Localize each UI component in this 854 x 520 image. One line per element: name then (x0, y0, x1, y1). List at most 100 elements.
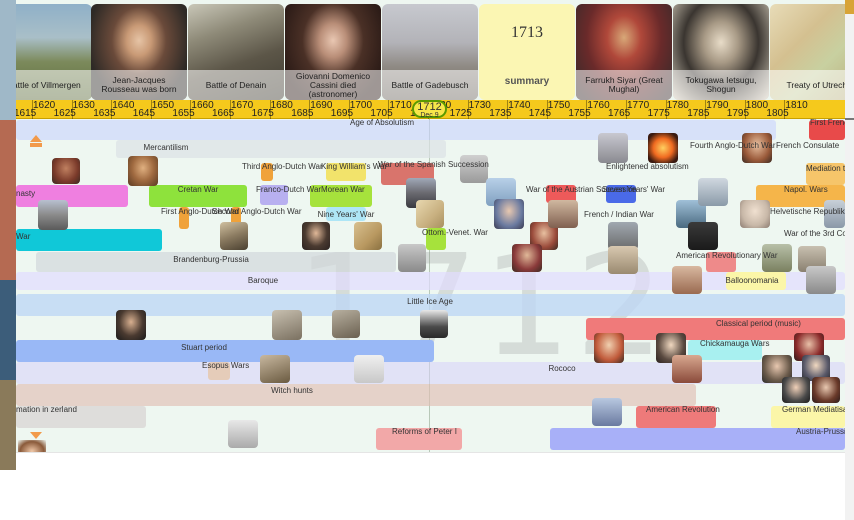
band-austria-prussia[interactable] (550, 428, 845, 450)
band-stuart-period[interactable] (16, 340, 434, 362)
event-thumbnail[interactable] (594, 333, 624, 363)
band-little-ice-age[interactable] (16, 294, 845, 316)
event-thumbnail[interactable] (354, 355, 384, 383)
event-thumbnail[interactable] (742, 133, 772, 163)
telescope-thumbnail[interactable] (228, 420, 258, 448)
band-napoleonic-wars[interactable] (756, 185, 845, 207)
band-reforms-peter[interactable] (376, 428, 462, 450)
event-card-villmergen[interactable]: Battle of Villmergen (16, 4, 92, 100)
band-reformation[interactable] (16, 406, 146, 428)
current-year-marker[interactable]: 1712 Dec 9 (412, 100, 447, 119)
band-morean-war[interactable] (310, 185, 372, 207)
event-thumbnail[interactable] (548, 200, 578, 228)
scroll-up-arrow-icon[interactable] (30, 143, 42, 147)
event-thumbnail[interactable] (420, 310, 448, 338)
event-thumbnail[interactable] (672, 355, 702, 383)
band-ottoman-venetian[interactable] (426, 228, 446, 250)
ruler-major-label: 1800 (745, 100, 769, 111)
band-balloonomania[interactable] (726, 272, 786, 290)
ruler-major-label: 1790 (706, 100, 729, 111)
band-german-mediatisation[interactable] (771, 406, 845, 428)
band-classical-period[interactable] (586, 318, 845, 340)
event-thumbnail[interactable] (332, 310, 360, 338)
band-seven-years-war[interactable] (606, 185, 636, 203)
event-thumbnail[interactable] (688, 222, 718, 250)
band-mercantilism[interactable] (116, 140, 446, 158)
event-thumbnail[interactable] (220, 222, 248, 250)
event-thumbnail[interactable] (128, 156, 158, 186)
ruler-major-label: 1670 (231, 100, 254, 111)
event-thumbnail[interactable] (648, 133, 678, 163)
event-card-farrukh-siyar[interactable]: Farrukh Siyar (Great Mughal) (576, 4, 672, 100)
label-helvetic-republic: Helvetische Republik (770, 207, 845, 216)
event-thumbnail[interactable] (494, 199, 524, 229)
event-thumbnail[interactable] (762, 244, 792, 272)
event-thumbnail[interactable] (260, 355, 290, 383)
scroll-down-arrow-icon[interactable] (30, 432, 42, 439)
band-american-revolutionary-war[interactable] (706, 252, 736, 272)
right-edge-scrollbar[interactable] (845, 0, 854, 520)
event-card-cassini[interactable]: Giovanni Domenico Cassini died (astronom… (285, 4, 381, 100)
band-third-anglo-dutch[interactable] (261, 163, 273, 181)
band-mediation-time[interactable] (806, 163, 845, 185)
event-thumbnail[interactable] (782, 377, 810, 403)
event-thumbnail[interactable] (52, 158, 80, 184)
band-king-williams-war[interactable] (326, 163, 366, 181)
label-enlightened-absolutism: Enlightened absolutism (606, 162, 689, 171)
band-american-revolution[interactable] (636, 406, 716, 428)
event-thumbnail[interactable] (698, 178, 728, 206)
event-thumbnail[interactable] (740, 200, 770, 228)
label-morean-war: Morean War (321, 185, 365, 194)
event-thumbnail[interactable] (806, 266, 836, 294)
event-thumbnail[interactable] (608, 246, 638, 274)
event-card-gadebusch[interactable]: Battle of Gadebusch (382, 4, 478, 100)
event-thumbnail[interactable] (592, 398, 622, 426)
label-austrian-succession: War of the Austrian Succession (526, 185, 637, 194)
band-nine-years-war[interactable] (326, 207, 366, 221)
event-card-denain[interactable]: Battle of Denain (188, 4, 284, 100)
band-age-of-absolutism[interactable] (16, 120, 776, 140)
event-thumbnail[interactable] (116, 310, 146, 340)
band-witch-hunts[interactable] (16, 384, 696, 406)
event-thumbnail[interactable] (272, 310, 302, 340)
band-chickamauga-wars[interactable] (688, 340, 762, 360)
ruler-tick-line (388, 100, 390, 119)
event-card-treaty-utrecht[interactable]: Treaty of Utrecht (770, 4, 845, 100)
event-thumbnail[interactable] (672, 266, 702, 294)
event-thumbnail[interactable] (512, 244, 542, 272)
band-left-war[interactable] (16, 229, 162, 251)
ruler-major-label: 1700 (349, 100, 373, 111)
event-thumbnail[interactable] (802, 355, 830, 381)
band-brandenburg-prussia[interactable] (36, 252, 396, 272)
band-franco-dutch[interactable] (260, 185, 288, 205)
band-cretan-war[interactable] (149, 185, 247, 207)
event-thumbnail[interactable] (824, 200, 845, 228)
event-card-caption: Battle of Villmergen (16, 70, 92, 100)
event-thumbnail[interactable] (302, 222, 330, 250)
event-thumbnail[interactable] (18, 440, 46, 452)
event-card-tokugawa-ietsugu[interactable]: Tokugawa Ietsugu, Shogun (673, 4, 769, 100)
ruler-major-label: 1640 (112, 100, 135, 111)
event-thumbnail[interactable] (812, 377, 840, 403)
ruler-minor-label: 1695 (330, 108, 354, 119)
band-austrian-succession[interactable] (546, 185, 576, 203)
event-thumbnail[interactable] (354, 222, 382, 250)
event-thumbnail[interactable] (608, 222, 638, 250)
band-baroque[interactable] (16, 272, 845, 290)
ruler-minor-label: 1665 (212, 108, 235, 119)
band-first-french-empire[interactable] (809, 120, 845, 140)
timeline-viewport[interactable]: Battle of Villmergen Jean-Jacques Rousse… (16, 0, 845, 452)
event-card-rousseau[interactable]: Jean-Jacques Rousseau was born (91, 4, 187, 100)
band-second-anglo-dutch[interactable] (231, 207, 241, 225)
summary-card[interactable]: 1713 summary (479, 4, 575, 100)
band-rococo[interactable] (16, 362, 845, 384)
event-thumbnail[interactable] (38, 200, 68, 230)
band-first-anglo-dutch[interactable] (179, 207, 189, 229)
scroll-up-arrow-icon[interactable] (30, 135, 42, 142)
label-rococo: Rococo (548, 364, 576, 373)
event-thumbnail[interactable] (598, 133, 628, 163)
label-american-revolution: American Revolution (646, 405, 720, 414)
event-thumbnail[interactable] (398, 244, 426, 272)
event-thumbnail[interactable] (460, 155, 488, 183)
event-thumbnail[interactable] (416, 200, 444, 228)
